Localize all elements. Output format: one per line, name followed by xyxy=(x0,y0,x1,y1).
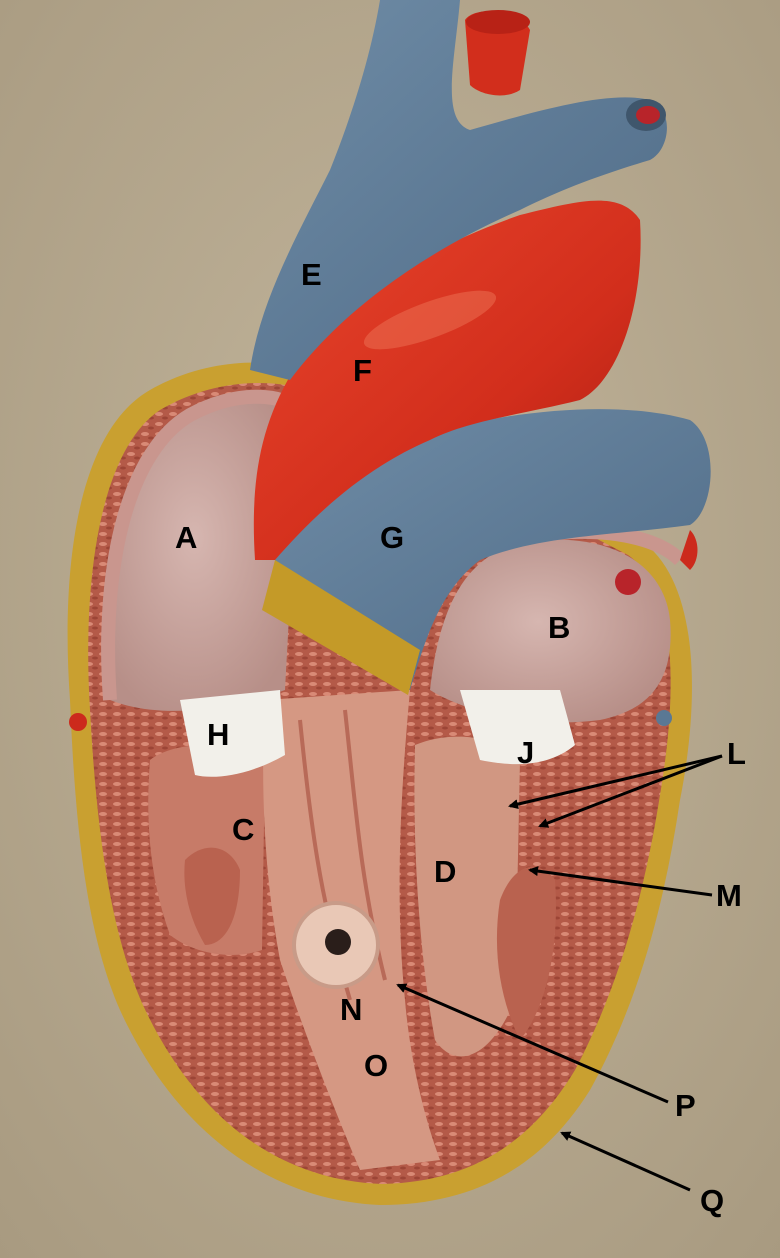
papillary-muscle-left xyxy=(184,847,240,945)
tricuspid-valve xyxy=(180,690,285,777)
superior-vena-cava xyxy=(250,0,667,380)
label-C: C xyxy=(232,812,255,847)
papillary-muscle-right xyxy=(496,866,556,1040)
label-F: F xyxy=(353,353,372,388)
red-nodule-left xyxy=(69,713,87,731)
pulmonary-artery-lumen xyxy=(636,106,660,124)
label-L: L xyxy=(727,736,746,771)
brachiocephalic-opening xyxy=(466,10,530,34)
label-E: E xyxy=(301,257,322,292)
label-D: D xyxy=(434,854,457,889)
label-B: B xyxy=(548,610,571,645)
pulmonary-vein-opening xyxy=(615,569,641,595)
label-N: N xyxy=(340,992,363,1027)
aorta xyxy=(253,200,641,560)
label-P: P xyxy=(675,1088,696,1123)
label-A: A xyxy=(175,520,198,555)
arrow-L-1 xyxy=(508,754,723,810)
label-G: G xyxy=(380,520,405,555)
mitral-valve xyxy=(460,690,575,765)
pulmonary-trunk xyxy=(275,409,711,690)
label-O: O xyxy=(364,1048,389,1083)
ventricle-right-cavity xyxy=(414,736,520,1057)
atrium-right-cavity xyxy=(430,539,671,723)
label-Q: Q xyxy=(700,1183,725,1218)
blue-nodule-right xyxy=(656,710,672,726)
red-vessel-right xyxy=(680,530,698,570)
label-H: H xyxy=(207,717,230,752)
atrium-left-cavity xyxy=(108,396,300,711)
arrow-Q xyxy=(560,1131,691,1192)
label-M: M xyxy=(716,878,742,913)
arrow-P xyxy=(396,983,669,1104)
septal-hole xyxy=(325,929,351,955)
pulmonary-valve-ring xyxy=(262,560,420,695)
label-J: J xyxy=(517,735,535,770)
atrium-left-rim xyxy=(101,389,305,701)
aorta-highlight xyxy=(363,290,497,350)
arrow-L-2 xyxy=(538,754,723,828)
arrow-M xyxy=(528,866,713,897)
